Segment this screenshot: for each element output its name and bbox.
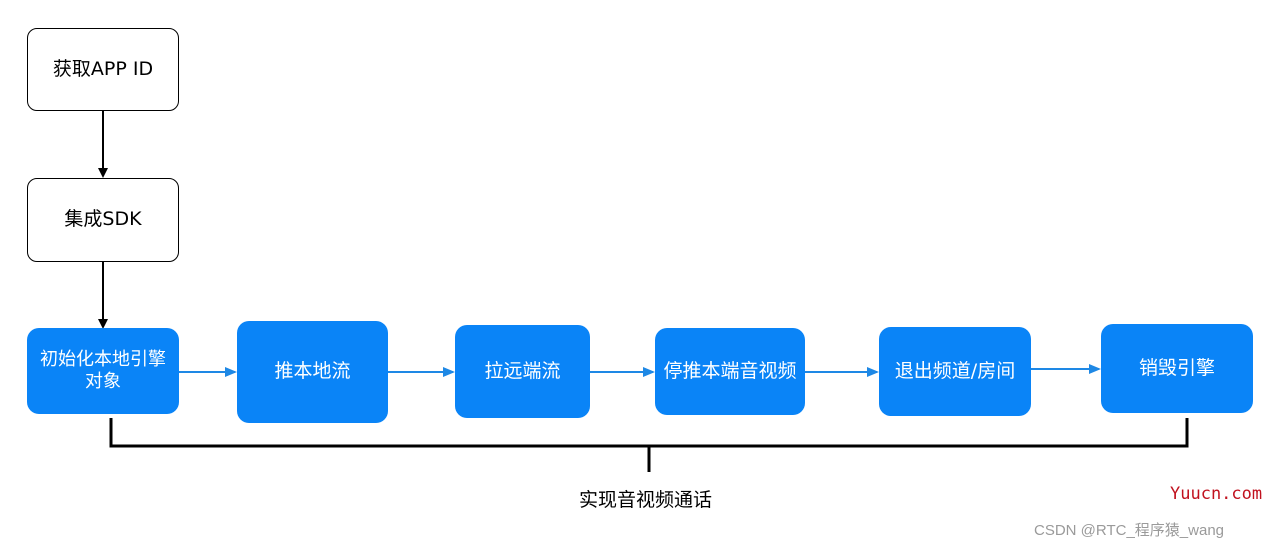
- node-pull-remote-stream: 拉远端流: [455, 325, 590, 418]
- node-exit-channel: 退出频道/房间: [879, 327, 1031, 416]
- bracket-caption: 实现音视频通话: [579, 489, 713, 511]
- node-init-engine: 初始化本地引擎 对象: [27, 328, 179, 414]
- node-push-local-stream: 推本地流: [237, 321, 388, 423]
- node-get-app-id: 获取APP ID: [27, 28, 179, 111]
- node-stop-push-av: 停推本端音视频: [655, 328, 805, 415]
- author-watermark: CSDN @RTC_程序猿_wang: [1034, 522, 1224, 539]
- node-destroy-engine: 销毁引擎: [1101, 324, 1253, 413]
- node-integrate-sdk: 集成SDK: [27, 178, 179, 262]
- site-watermark: Yuucn.com: [1170, 484, 1263, 504]
